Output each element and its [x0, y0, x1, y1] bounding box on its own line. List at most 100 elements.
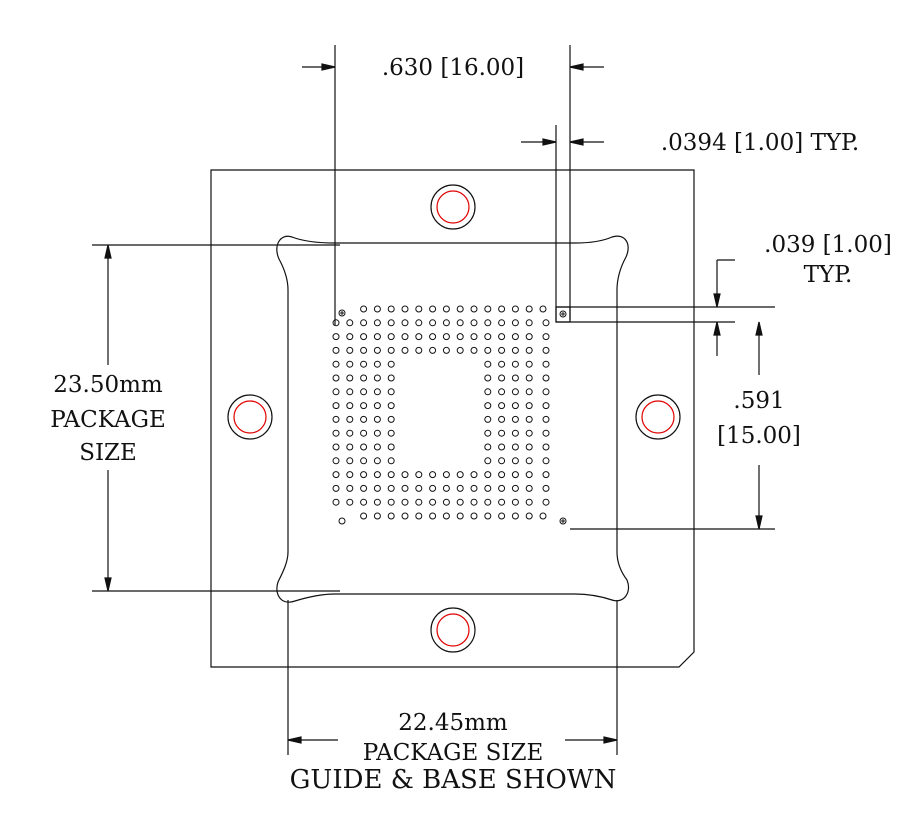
contact-ball	[542, 374, 550, 382]
contact-ball	[360, 319, 368, 327]
label-591-line2: [15.00]	[717, 423, 801, 449]
contact-ball	[360, 305, 368, 313]
contact-ball	[484, 319, 492, 327]
contact-ball	[415, 484, 423, 492]
contact-ball	[542, 402, 550, 410]
label-package-v-line3: SIZE	[79, 440, 137, 466]
contact-ball	[511, 374, 519, 382]
contact-ball	[498, 457, 506, 465]
contact-ball	[401, 346, 409, 354]
contact-ball	[415, 305, 423, 313]
contact-ball	[360, 443, 368, 451]
contact-ball	[387, 388, 395, 396]
contact-ball	[442, 305, 450, 313]
contact-ball	[387, 305, 395, 313]
contact-ball	[346, 360, 354, 368]
label-039-line2: TYP.	[804, 262, 853, 288]
contact-ball	[542, 498, 550, 506]
contact-ball	[539, 512, 547, 520]
contact-ball	[525, 333, 533, 341]
label-package-h-line2: PACKAGE SIZE	[363, 740, 544, 766]
contact-ball	[415, 346, 423, 354]
contact-ball	[387, 498, 395, 506]
contact-ball	[429, 471, 437, 479]
contact-ball	[373, 457, 381, 465]
contact-ball	[387, 457, 395, 465]
contact-ball	[511, 333, 519, 341]
contact-ball	[511, 360, 519, 368]
contact-ball	[498, 415, 506, 423]
contact-ball	[511, 443, 519, 451]
contact-ball	[360, 374, 368, 382]
contact-ball	[415, 471, 423, 479]
contact-ball	[542, 346, 550, 354]
contact-ball	[484, 374, 492, 382]
contact-ball	[373, 415, 381, 423]
contact-ball	[442, 512, 450, 520]
label-package-v-line1: 23.50mm	[53, 372, 163, 398]
contact-ball	[511, 484, 519, 492]
contact-ball	[525, 388, 533, 396]
contact-ball	[442, 346, 450, 354]
contact-ball	[360, 498, 368, 506]
contact-ball	[373, 388, 381, 396]
contact-ball	[456, 319, 464, 327]
contact-ball	[484, 457, 492, 465]
contact-ball	[332, 498, 340, 506]
contact-ball	[470, 498, 478, 506]
dim-package-vertical	[92, 244, 340, 592]
contact-ball	[387, 319, 395, 327]
contact-ball	[470, 471, 478, 479]
contact-ball	[387, 360, 395, 368]
contact-ball	[429, 484, 437, 492]
contact-ball	[525, 402, 533, 410]
contact-ball	[387, 346, 395, 354]
contact-ball	[429, 498, 437, 506]
contact-ball	[346, 346, 354, 354]
label-0394: .0394 [1.00] TYP.	[661, 130, 859, 156]
contact-ball	[470, 305, 478, 313]
contact-ball	[511, 305, 519, 313]
contact-ball	[484, 305, 492, 313]
contact-ball	[498, 388, 506, 396]
contact-ball	[415, 333, 423, 341]
contact-ball	[415, 498, 423, 506]
contact-ball	[484, 429, 492, 437]
contact-ball	[498, 360, 506, 368]
mount-hole-top	[430, 184, 476, 230]
contact-ball	[332, 443, 340, 451]
contact-ball	[415, 512, 423, 520]
contact-ball	[442, 333, 450, 341]
contact-ball	[542, 471, 550, 479]
contact-ball	[525, 512, 533, 520]
contact-ball	[511, 415, 519, 423]
mount-hole-left	[227, 394, 273, 440]
contact-ball	[429, 346, 437, 354]
contact-ball	[525, 471, 533, 479]
contact-ball	[429, 512, 437, 520]
contact-ball	[456, 333, 464, 341]
guide-pocket-outline	[276, 235, 630, 603]
contact-ball	[484, 471, 492, 479]
contact-ball	[360, 415, 368, 423]
contact-ball	[484, 360, 492, 368]
contact-ball	[498, 512, 506, 520]
dim-630	[302, 45, 604, 325]
label-630: .630 [16.00]	[382, 55, 524, 81]
contact-ball	[332, 457, 340, 465]
contact-ball	[346, 388, 354, 396]
contact-ball	[498, 443, 506, 451]
label-039-line1: .039 [1.00]	[764, 232, 892, 258]
contact-ball	[470, 484, 478, 492]
contact-ball	[401, 512, 409, 520]
contact-ball	[542, 443, 550, 451]
contact-ball	[373, 512, 381, 520]
contact-ball	[332, 402, 340, 410]
contact-ball	[525, 484, 533, 492]
contact-ball	[373, 346, 381, 354]
contact-ball	[401, 484, 409, 492]
contact-ball	[332, 415, 340, 423]
contact-ball	[542, 333, 550, 341]
contact-ball	[360, 388, 368, 396]
